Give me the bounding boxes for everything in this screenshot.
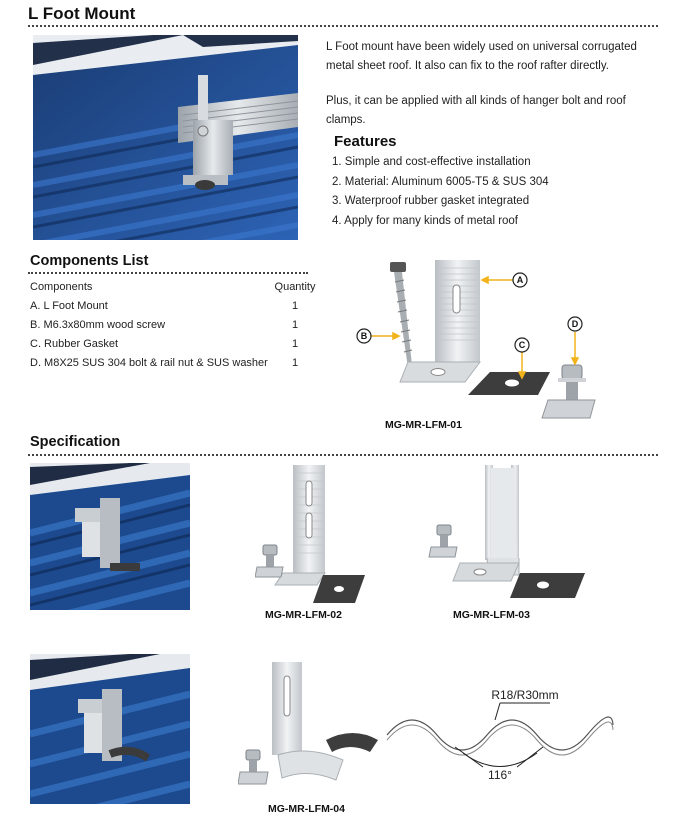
- feature-item: 2. Material: Aluminum 6005-T5 & SUS 304: [332, 175, 549, 188]
- product-lfm-03: [428, 465, 585, 598]
- component-qty: 1: [291, 357, 299, 369]
- components-title: Components List: [30, 253, 149, 269]
- callout-a: A: [517, 275, 524, 285]
- l-foot-bracket: [399, 260, 481, 383]
- components-header-name: Components: [30, 281, 93, 293]
- callout-c: C: [519, 340, 526, 350]
- components-divider: [28, 272, 308, 274]
- components-header-row: Components Quantity: [30, 281, 320, 299]
- roof-mount-illustration: [33, 35, 298, 240]
- table-row: D. M8X25 SUS 304 bolt & rail nut & SUS w…: [30, 357, 320, 375]
- component-name: B. M6.3x80mm wood screw: [30, 319, 166, 331]
- component-qty: 1: [291, 319, 299, 331]
- model-caption-01: MG-MR-LFM-01: [385, 419, 462, 431]
- hero-photo: [33, 35, 298, 240]
- product-lfm-04: [238, 662, 378, 785]
- components-table: Components Quantity A. L Foot Mount 1 B.…: [30, 280, 320, 375]
- features-list: 1. Simple and cost-effective installatio…: [332, 153, 662, 231]
- corrugation-profile-diagram: R18/R30mm 116°: [386, 688, 614, 782]
- component-name: A. L Foot Mount: [30, 300, 108, 312]
- install-photo-02: [30, 463, 190, 610]
- callout-d: D: [572, 319, 579, 329]
- specification-title: Specification: [30, 434, 121, 450]
- model-caption-04: MG-MR-LFM-04: [268, 803, 345, 815]
- radius-label: R18/R30mm: [491, 688, 558, 702]
- table-row: C. Rubber Gasket 1: [30, 338, 320, 356]
- feature-item: 1. Simple and cost-effective installatio…: [332, 156, 531, 168]
- title-divider: [28, 25, 658, 27]
- component-qty: 1: [291, 300, 299, 312]
- feature-item: 4. Apply for many kinds of metal roof: [332, 214, 519, 227]
- component-qty: 1: [291, 338, 299, 350]
- table-row: B. M6.3x80mm wood screw 1: [30, 319, 320, 337]
- intro-paragraph-2: Plus, it can be applied with all kinds o…: [326, 95, 626, 126]
- components-diagram: A B C D: [356, 260, 596, 419]
- features-title: Features: [334, 133, 397, 150]
- feature-item: 3. Waterproof rubber gasket integrated: [332, 195, 530, 207]
- callout-b: B: [361, 331, 368, 341]
- bolt-assembly: [541, 364, 596, 419]
- install-photo-04: [30, 654, 190, 804]
- page-title: L Foot Mount: [28, 4, 136, 23]
- model-caption-03: MG-MR-LFM-03: [453, 609, 530, 621]
- install-photo-02-illustration: [30, 463, 190, 610]
- install-photo-04-illustration: [30, 654, 190, 804]
- angle-label: 116°: [488, 768, 512, 782]
- product-lfm-02: [255, 465, 365, 603]
- specification-divider: [28, 454, 658, 456]
- rubber-gasket: [468, 372, 550, 395]
- wood-screw: [390, 262, 413, 368]
- components-header-qty: Quantity: [274, 281, 316, 293]
- component-name: C. Rubber Gasket: [30, 338, 119, 350]
- intro-paragraph-1: L Foot mount have been widely used on un…: [326, 41, 637, 72]
- table-row: A. L Foot Mount 1: [30, 300, 320, 318]
- model-caption-02: MG-MR-LFM-02: [265, 609, 342, 621]
- component-name: D. M8X25 SUS 304 bolt & rail nut & SUS w…: [30, 357, 268, 369]
